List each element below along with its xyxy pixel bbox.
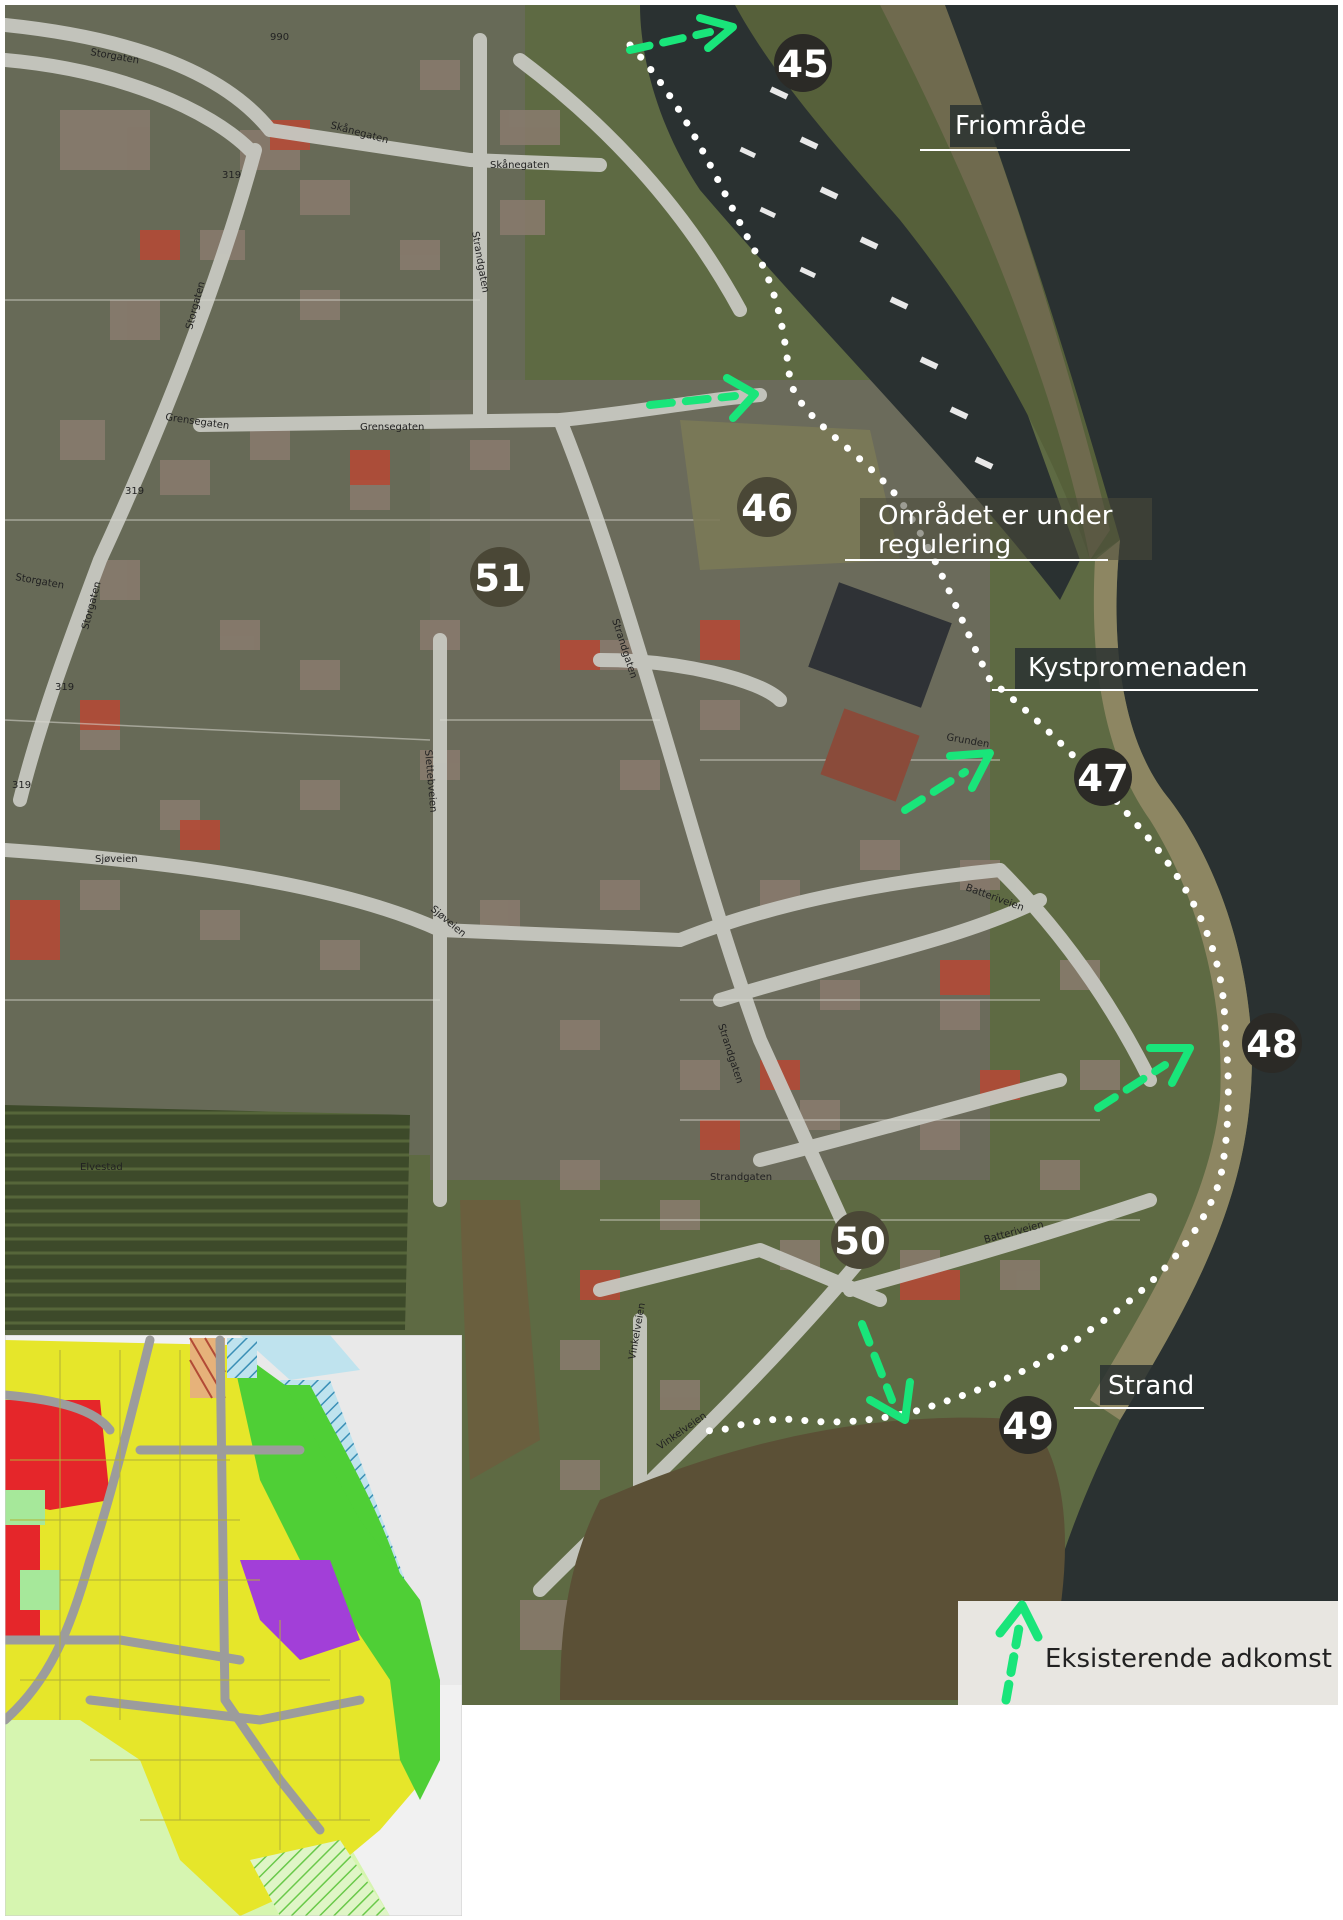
callout-strand: Strand (1074, 1365, 1204, 1409)
callout-regulering-line2: regulering (878, 530, 1011, 560)
access-arrow (1094, 1044, 1194, 1112)
badge-51-label: 51 (474, 557, 526, 600)
street-label: 319 (12, 780, 31, 791)
street-label: Slettebveien (422, 749, 438, 813)
street-label: Elvestad (80, 1162, 123, 1173)
callout-strand-text: Strand (1108, 1371, 1194, 1401)
badge-50-label: 50 (834, 1220, 886, 1263)
access-arrows (626, 14, 1194, 1424)
legend: Eksisterende adkomst (958, 1600, 1338, 1705)
badge-46 (737, 477, 797, 537)
callout-friomrade: Friområde (920, 105, 1130, 151)
badge-45 (774, 34, 832, 92)
street-label: 319 (125, 486, 144, 497)
point-badges: 45 46 47 48 49 50 51 (470, 34, 1302, 1454)
access-arrow (858, 1320, 914, 1424)
coastal-promenade-route (626, 41, 1232, 1435)
street-label: 990 (270, 32, 289, 43)
badge-48 (1242, 1013, 1302, 1073)
legend-label: Eksisterende adkomst (1045, 1644, 1332, 1674)
street-label: Grensegaten (360, 422, 424, 433)
callout-regulering-line1: Området er under (878, 500, 1113, 531)
badge-49 (999, 1396, 1057, 1454)
badge-47 (1074, 748, 1132, 806)
access-arrow (626, 14, 737, 54)
badge-50 (831, 1211, 889, 1269)
callout-regulering: Området er under regulering (845, 498, 1152, 561)
access-arrow (901, 749, 994, 814)
street-label: Skånegaten (490, 158, 549, 171)
callout-kystpromenaden-text: Kystpromenaden (1028, 653, 1248, 683)
access-arrow (646, 374, 759, 422)
badge-45-label: 45 (777, 43, 829, 86)
badge-47-label: 47 (1077, 757, 1129, 800)
street-label: Sjøveien (95, 854, 138, 865)
zoning-plan-inset (5, 1335, 462, 1916)
badge-51 (470, 547, 530, 607)
badge-46-label: 46 (741, 487, 793, 530)
street-label: Strandgaten (710, 1172, 772, 1183)
callouts: Friområde Området er under regulering Ky… (845, 105, 1303, 1409)
callout-kystpromenaden: Kystpromenaden (992, 648, 1303, 691)
badge-49-label: 49 (1002, 1405, 1054, 1448)
callout-friomrade-text: Friområde (955, 110, 1086, 141)
badge-48-label: 48 (1246, 1023, 1298, 1066)
legend-arrow-icon (995, 1600, 1043, 1705)
street-label: 319 (222, 170, 241, 181)
street-label: 319 (55, 682, 74, 693)
